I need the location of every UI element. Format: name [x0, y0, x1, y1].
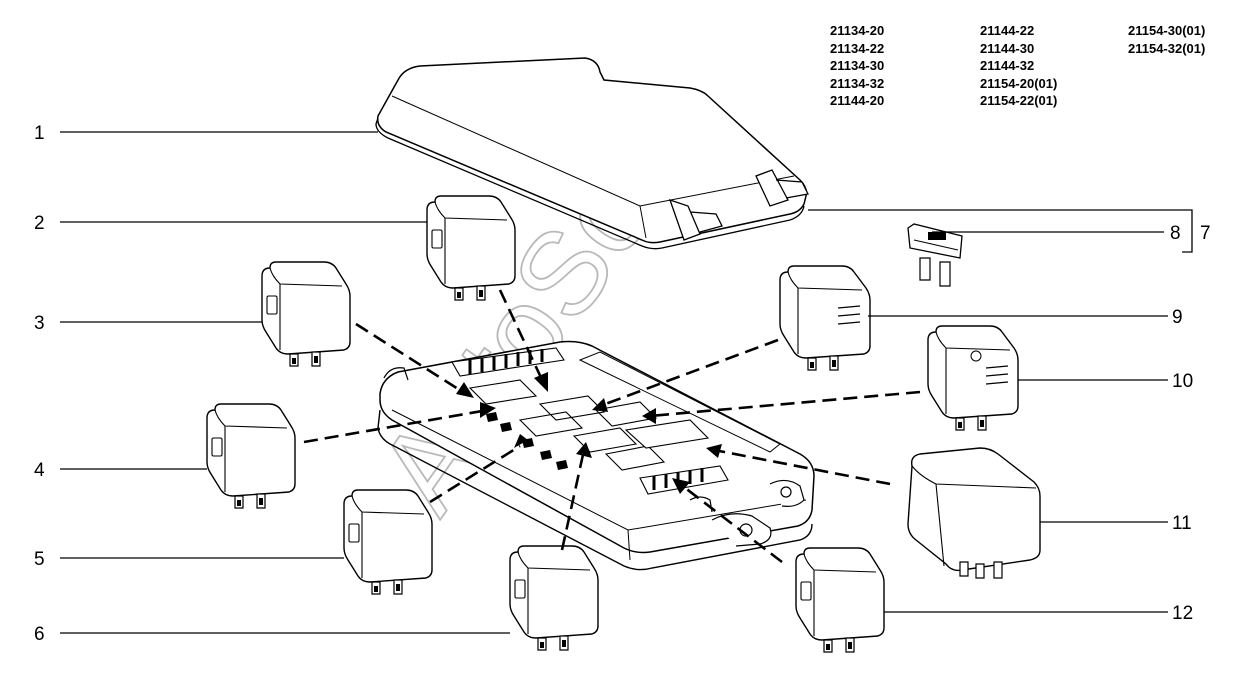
callout-1: 1	[34, 123, 45, 144]
model-codes-col1: 21134-20 21134-22 21134-30 21134-32 2114…	[830, 22, 884, 110]
callout-3: 3	[34, 313, 45, 334]
callout-8: 8	[1170, 223, 1181, 244]
model-code: 21134-22	[830, 40, 885, 56]
model-code: 21144-30	[980, 40, 1035, 56]
relay-3	[261, 261, 351, 367]
model-code: 21134-20	[830, 23, 885, 38]
callout-9: 9	[1172, 307, 1183, 328]
model-code: 21154-22(01)	[980, 93, 1058, 108]
callout-12: 12	[1172, 603, 1193, 624]
callout-2: 2	[34, 213, 45, 234]
relay-2	[426, 195, 516, 301]
model-code: 21144-32	[980, 58, 1035, 73]
callout-4: 4	[34, 460, 45, 481]
relay-11	[908, 448, 1040, 578]
model-code: 21154-20(01)	[980, 75, 1058, 91]
model-code: 21134-32	[830, 75, 885, 91]
relay-10	[927, 325, 1019, 431]
callout-6: 6	[34, 624, 45, 645]
callout-7: 7	[1200, 223, 1211, 244]
model-code: 21154-32(01)	[1128, 40, 1206, 56]
model-code: 21144-20	[830, 93, 885, 108]
dashed-arrows	[304, 290, 920, 562]
model-code: 21144-22	[980, 23, 1035, 38]
callout-10: 10	[1172, 371, 1193, 392]
model-codes-col3: 21154-30(01) 21154-32(01)	[1128, 22, 1205, 57]
leader-lines	[60, 132, 1192, 633]
relay-5	[343, 489, 433, 595]
fuse-box-base	[378, 342, 814, 570]
callout-5: 5	[34, 549, 45, 570]
fuse	[908, 224, 962, 286]
fuse-box-cover	[376, 58, 808, 249]
relay-4	[206, 403, 296, 509]
relay-12	[795, 547, 885, 653]
model-codes-col2: 21144-22 21144-30 21144-32 21154-20(01) …	[980, 22, 1057, 110]
model-code: 21134-30	[830, 58, 885, 73]
relay-6	[509, 545, 599, 651]
callout-numbers: 1 2 3 4 5 6 7 8 9 10 11 12	[34, 123, 1211, 645]
arrow-heads	[456, 372, 722, 494]
model-code: 21154-30(01)	[1128, 23, 1206, 38]
callout-11: 11	[1172, 513, 1192, 534]
relay-9	[779, 265, 871, 371]
